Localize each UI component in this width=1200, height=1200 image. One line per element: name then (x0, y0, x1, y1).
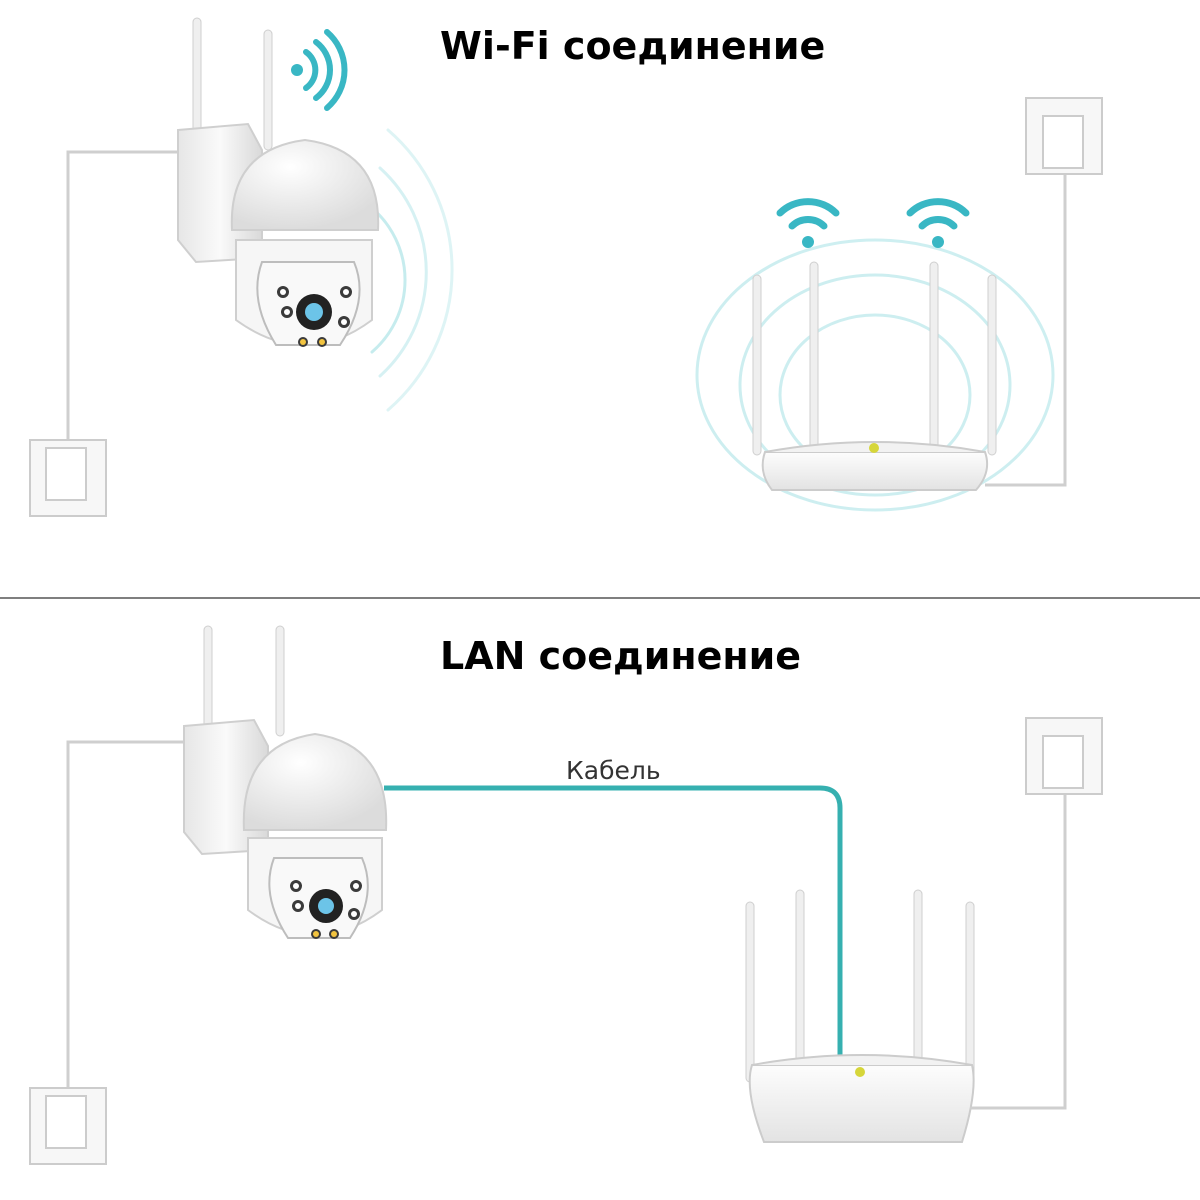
signal-wave-icon (370, 128, 454, 412)
cable-label: Кабель (566, 756, 661, 785)
wall-socket-icon (1025, 97, 1103, 175)
wall-socket-icon (1025, 717, 1103, 795)
camera-icon (177, 17, 380, 347)
power-cable (985, 172, 1067, 487)
router-icon (695, 238, 1055, 512)
wall-socket-icon (29, 1087, 107, 1165)
power-cable (970, 792, 1067, 1110)
lan-section (29, 625, 1103, 1165)
camera-icon (183, 625, 388, 939)
wifi-section-title: Wi-Fi соединение (440, 24, 826, 68)
router-icon (745, 889, 975, 1143)
wifi-signal-icon (776, 198, 970, 248)
power-cable (66, 150, 190, 445)
wifi-signal-icon (291, 29, 348, 111)
cable-icon (384, 785, 843, 1055)
wifi-section (29, 17, 1103, 517)
wall-socket-icon (29, 439, 107, 517)
lan-section-title: LAN соединение (440, 634, 802, 678)
power-cable (66, 740, 196, 1095)
